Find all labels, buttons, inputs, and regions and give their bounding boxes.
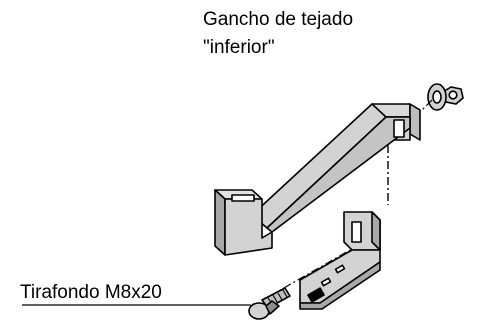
washer-hole bbox=[432, 90, 442, 104]
screw-threads bbox=[267, 289, 288, 305]
hook-arm-edge bbox=[266, 116, 411, 233]
bracket-base-hole-1 bbox=[334, 264, 346, 274]
axis-line-upper bbox=[419, 99, 433, 113]
bracket-base-edge bbox=[299, 261, 381, 310]
bracket-base-hole-2 bbox=[320, 277, 332, 287]
roof-hook-upper bbox=[214, 103, 421, 256]
nut-hole bbox=[448, 90, 458, 100]
roof-hook-label-line2: "inferior" bbox=[203, 37, 275, 58]
hook-base-slot bbox=[231, 194, 255, 202]
lag-screw bbox=[248, 287, 291, 320]
hook-upper-slot bbox=[393, 119, 405, 138]
hook-arm-face bbox=[251, 103, 387, 229]
lag-screw-label: Tirafondo M8x20 bbox=[20, 282, 162, 303]
hook-base-front bbox=[214, 189, 226, 256]
washer bbox=[427, 83, 447, 111]
screw-leader-line bbox=[22, 304, 263, 314]
axis-line-screw bbox=[269, 249, 351, 297]
roof-hook-label-line1: Gancho de tejado bbox=[203, 9, 354, 30]
bracket-vertical-edge bbox=[371, 211, 381, 251]
hook-upper-tab-side bbox=[409, 103, 421, 141]
screw-head-shadow bbox=[265, 300, 280, 315]
bracket-vertical-slot bbox=[351, 221, 362, 243]
bracket-base-slot bbox=[307, 287, 325, 303]
mounting-bracket bbox=[299, 211, 381, 310]
hook-base-side bbox=[224, 198, 273, 256]
